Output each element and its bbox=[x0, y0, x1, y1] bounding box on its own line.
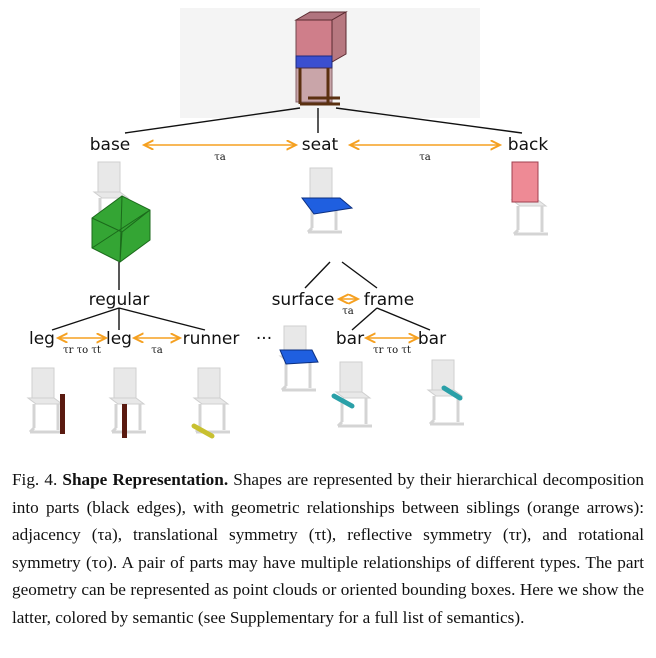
node-bar-1: bar bbox=[336, 329, 364, 349]
node-back: back bbox=[508, 135, 549, 155]
node-frame: frame bbox=[364, 290, 414, 310]
node-regular: regular bbox=[89, 290, 150, 310]
figure-caption: Fig. 4. Shape Representation. Shapes are… bbox=[12, 466, 644, 632]
node-leg-2: leg bbox=[106, 329, 132, 349]
node-surface: surface bbox=[272, 290, 335, 310]
base-chair-thumbnail bbox=[91, 160, 151, 263]
node-base: base bbox=[90, 135, 131, 155]
leg-1-thumbnail bbox=[26, 366, 66, 434]
relation-bar-bar: τr τo τt bbox=[373, 345, 411, 356]
back-chair-thumbnail bbox=[510, 161, 550, 236]
tree-edges bbox=[51, 107, 523, 331]
surface-thumbnail bbox=[278, 324, 319, 392]
caption-title: Shape Representation. bbox=[62, 470, 229, 489]
relation-leg-runner: τa bbox=[151, 345, 163, 356]
bar-1-thumbnail bbox=[331, 360, 374, 428]
caption-label: Fig. 4. bbox=[12, 470, 58, 489]
seat-chair-thumbnail bbox=[301, 166, 354, 234]
relation-base-seat: τa bbox=[214, 152, 226, 163]
node-runner: runner bbox=[183, 329, 240, 349]
shape-hierarchy-figure: base seat back regular surface frame leg… bbox=[26, 8, 550, 439]
relation-seat-back: τa bbox=[419, 152, 431, 163]
relation-leg-leg: τr τo τt bbox=[63, 345, 101, 356]
node-seat: seat bbox=[302, 135, 339, 155]
root-chair-boxes bbox=[294, 11, 348, 106]
relation-arrows bbox=[58, 145, 500, 338]
node-bar-2: bar bbox=[418, 329, 446, 349]
caption-body: Shapes are represented by their hierarch… bbox=[12, 470, 644, 627]
bar-2-thumbnail bbox=[426, 358, 466, 426]
leg-2-thumbnail bbox=[108, 366, 148, 438]
relation-surface-frame: τa bbox=[342, 306, 354, 317]
node-ellipsis: ··· bbox=[256, 329, 272, 349]
runner-thumbnail bbox=[191, 366, 232, 439]
node-leg-1: leg bbox=[29, 329, 55, 349]
